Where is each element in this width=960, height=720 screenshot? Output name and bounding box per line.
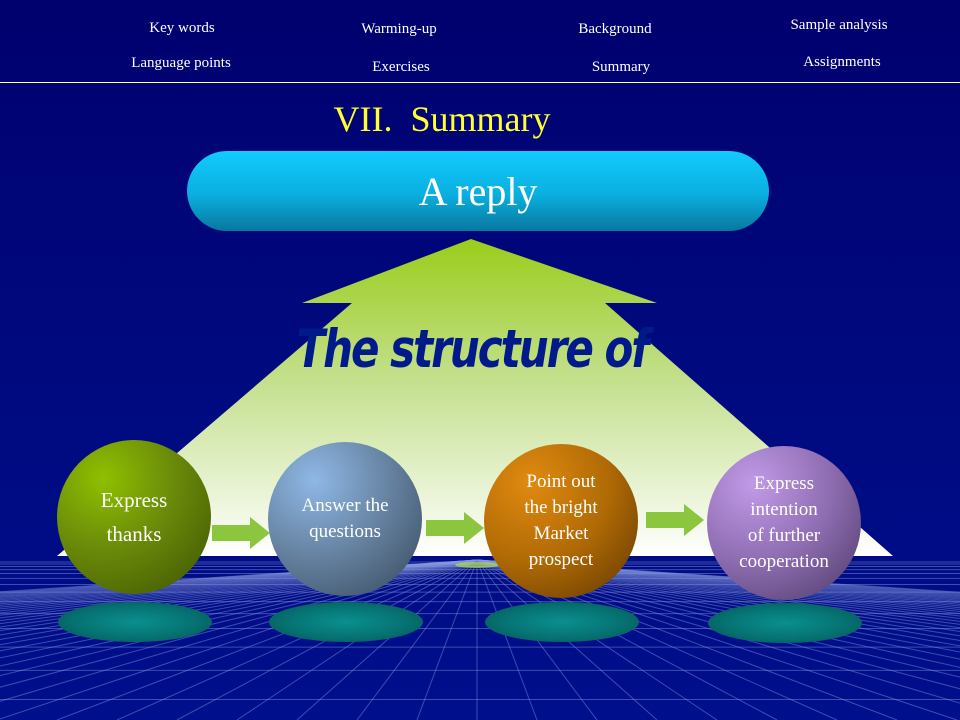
right-arrow-icon (212, 517, 270, 549)
step-answer-questions: Answer the questions (268, 442, 422, 596)
grid-line (476, 559, 960, 593)
grid-line (0, 559, 478, 612)
horizon-glow (455, 562, 499, 568)
grid-line (0, 559, 478, 625)
top-box-text: A reply (418, 168, 538, 214)
grid-line (476, 559, 960, 625)
grid-line (356, 559, 478, 720)
grid-line (296, 559, 478, 720)
sphere-shadow (708, 603, 862, 643)
sphere-shadow (485, 602, 639, 642)
nav-summary[interactable]: Summary (591, 59, 651, 75)
grid-line (0, 559, 478, 614)
grid-line (476, 559, 960, 633)
step-market-prospect: Point out the bright Market prospect (484, 444, 638, 598)
grid-line (476, 559, 960, 622)
grid-line (476, 559, 960, 615)
grid-line (0, 559, 478, 619)
grid-line (476, 559, 960, 642)
grid-line (0, 559, 478, 602)
grid-line (0, 559, 478, 628)
nav-exercises[interactable]: Exercises (372, 59, 430, 75)
nav-assignments[interactable]: Assignments (803, 54, 881, 70)
grid-line (0, 559, 478, 622)
grid-line (116, 559, 478, 720)
grid-line (0, 559, 478, 702)
step-further-cooperation: Express intention of further cooperation (707, 446, 861, 600)
structure-wordart: The structure of (296, 318, 649, 380)
sphere-shadow (58, 602, 212, 642)
grid-line (476, 559, 960, 611)
grid-line (56, 559, 478, 720)
grid-line (0, 559, 478, 605)
grid-line (476, 559, 960, 620)
grid-line (476, 559, 960, 637)
nav-divider (0, 82, 960, 83)
top-box-a-reply: A reply (187, 151, 769, 231)
nav-language-points[interactable]: Language points (131, 55, 231, 71)
right-arrow-icon (426, 512, 484, 544)
grid-line (0, 559, 478, 608)
grid-line (0, 559, 478, 593)
grid-line (476, 559, 960, 647)
grid-line (0, 559, 478, 636)
grid-line (476, 559, 960, 629)
grid-line (476, 559, 960, 595)
grid-line (0, 559, 478, 632)
nav-sample-analysis[interactable]: Sample analysis (790, 17, 888, 33)
grid-line (0, 559, 478, 594)
grid-line (0, 559, 478, 594)
grid-line (476, 559, 718, 720)
grid-line (0, 559, 478, 720)
grid-line (476, 559, 960, 613)
grid-line (0, 559, 478, 616)
grid-line (0, 559, 478, 606)
nav-key-words[interactable]: Key words (149, 20, 215, 36)
right-arrow-icon (646, 504, 704, 536)
grid-line (0, 559, 478, 610)
slide-title: VII. Summary (333, 99, 551, 139)
grid-line (476, 559, 960, 594)
nav-warming-up[interactable]: Warming-up (361, 21, 437, 37)
grid-line (476, 559, 538, 720)
grid-line (476, 559, 960, 653)
nav-background[interactable]: Background (578, 21, 652, 37)
grid-line (476, 559, 960, 596)
step-express-thanks: Express thanks (57, 440, 211, 594)
sphere-shadow (269, 602, 423, 642)
big-up-arrow (57, 239, 893, 556)
grid-line (416, 559, 478, 720)
grid-line (476, 559, 960, 660)
grid-line (476, 559, 960, 617)
grid-line (476, 559, 960, 597)
grid-line (0, 559, 478, 603)
